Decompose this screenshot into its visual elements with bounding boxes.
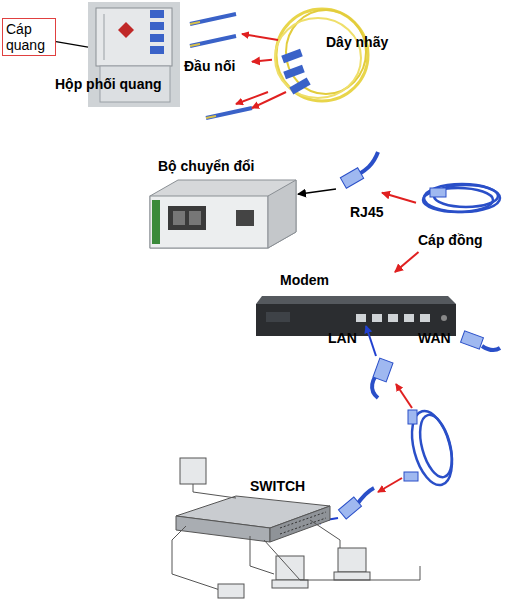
rj45-node: RJ45 [336,150,382,222]
lan-plug [366,326,393,398]
port-label: WAN [418,330,451,346]
connector-arrow [395,252,419,272]
node-label: SWITCH [250,478,305,494]
modem-node: Modem [254,272,458,338]
connector-arrow [252,60,272,62]
node-label: Modem [280,272,329,288]
lan-cable-coil [404,407,459,490]
node-label: Hộp phối quang [55,76,162,92]
node-label: Cáp quang [6,21,54,53]
fiber-cable-box: Cáp quang [2,18,56,56]
connector-line [252,60,272,62]
connector-line [395,252,419,272]
copper-cable-node: Cáp đồng [416,180,506,252]
connector-arrow [298,189,336,194]
wan-plug [461,331,500,350]
connector-arrow [56,42,88,47]
port-label: LAN [328,330,357,346]
converter-node: Bộ chuyển đổi [150,158,298,250]
node-label: Đầu nối [184,58,235,74]
connector-line [298,189,336,194]
host-computers [172,458,420,598]
switch-node: SWITCH [172,476,334,546]
media-converter [150,180,296,248]
patch-cord-coil [275,9,368,101]
node-label: Dây nhãy [326,34,388,50]
copper-cable-coil [423,184,500,212]
connector-group: Đầu nối [184,8,252,122]
patch-cord-node: Dây nhãy [272,2,372,108]
node-label: Cáp đồng [418,232,483,248]
node-label: Bộ chuyển đổi [158,158,254,174]
network-switch [176,496,330,542]
connector-line [56,42,88,47]
rj45-plug [340,152,378,188]
patch-panel-box: Hộp phối quang [88,2,180,108]
connector-arrow [382,193,416,203]
connector-line [382,193,416,203]
node-label: RJ45 [350,204,383,220]
